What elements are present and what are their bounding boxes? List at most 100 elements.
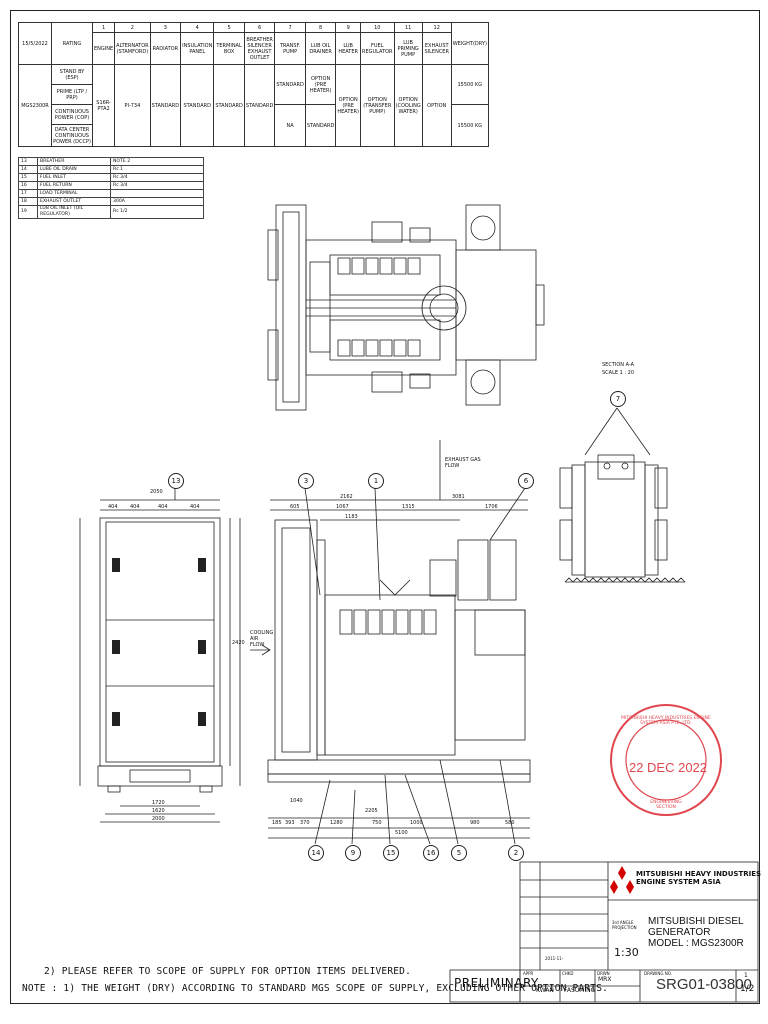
dim-side-mid: 1315 [402,504,415,510]
top-view [267,204,545,411]
company-name: MITSUBISHI HEAVY INDUSTRIES ENGINE SYSTE… [636,870,761,886]
dim-side-bottom: 580 [505,820,515,826]
na-cell: NA [274,104,306,147]
option-cell: OPTION (COOLING WATER) [393,64,423,147]
weight-cell: 15500 KG [450,64,489,105]
rating-cell: CONTINUOUS POWER (COP) [51,104,93,125]
dim-side-bottom: 370 [300,820,310,826]
drawing-title: MITSUBISHI DIESEL GENERATOR MODEL : MGS2… [648,916,768,949]
col-header: TERMINAL BOX [213,32,245,65]
date-value: 2011-11- [545,956,564,961]
dim-front-sub: 404 [130,504,140,510]
dim-side-mid: 1706 [485,504,498,510]
balloon-5: 5 [451,845,467,861]
checked-by: FASUMING [564,987,596,994]
model-cell: MGS2300R [18,64,52,147]
standard-cell: STANDARD [304,104,337,147]
weight-cell: 15500 KG [450,104,489,147]
dim-side-b3: 1040 [290,798,303,804]
company-line-2: ENGINE SYSTEM ASIA [636,878,721,886]
dim-base-b: 1620 [152,808,165,814]
sheet-number: 1/2 [740,984,755,994]
balloon-14: 14 [308,845,324,861]
chkd-label: CHKD [562,971,574,976]
note-2: 2) PLEASE REFER TO SCOPE OF SUPPLY FOR O… [44,966,412,977]
balloon-13: 13 [168,473,184,489]
standard-cell: STANDARD [243,64,276,147]
scale-value: 1:30 [614,946,639,959]
company-line-1: MITSUBISHI HEAVY INDUSTRIES [636,870,762,878]
dim-front-sub: 404 [108,504,118,510]
exhaust-label: EXHAUST GAS FLOW [445,457,481,469]
dim-side-top-a: 2162 [340,494,353,500]
option-cell: OPTION [421,64,452,147]
standard-cell: STANDARD [149,64,182,147]
rating-cell: STAND BY (ESP) [51,64,93,85]
projection-label: 3rd ANGLE PROJECTION [612,920,637,930]
leader-lines [174,487,526,845]
front-view [79,499,241,823]
approved-by: MRX [598,976,612,983]
dim-base-a: 1720 [152,800,165,806]
balloon-9: 9 [345,845,361,861]
drawing-border [10,10,760,1004]
option-cell: OPTION (PRE HEATER) [335,64,361,147]
dim-side-bottom: 750 [372,820,382,826]
dim-side-bottom: 185 [272,820,282,826]
title-line-1: MITSUBISHI DIESEL GENERATOR [648,916,744,938]
col-header: INSULATION PANEL [180,32,215,65]
option-cell: OPTION (PRE HEATER) [304,64,337,105]
appr-label: APPR [523,971,534,976]
rating-cell: DATA CENTER CONTINUOUS POWER (DCCP) [51,124,93,147]
stamp-bottom-text: ENGINEERING SECTION [650,800,682,810]
drawing-no-label: DRAWING NO. [644,971,672,976]
dim-base-c: 2000 [152,816,165,822]
dim-height-total: 2420 [232,640,245,646]
dim-side-bottom: 1000 [410,820,423,826]
spec-rating-header: RATING [51,22,93,65]
balloon-6: 6 [518,473,534,489]
section-a-a-view [559,407,686,583]
stamp-ring-text: MITSUBISHI HEAVY INDUSTRIES ENGINE SYSTE… [621,716,711,726]
side-view [250,440,531,839]
dim-side-mid2: 1183 [345,514,358,520]
drawn-by: KWAN [536,987,554,994]
connection-no: 19 [18,205,38,219]
dim-side-mid: 1067 [336,504,349,510]
dim-side-mid: 605 [290,504,300,510]
preliminary-label: PRELIMINARY [454,976,539,990]
drwn-label: DRWN [597,971,610,976]
section-scale: SCALE 1 : 20 [602,370,635,376]
col-header: LUB HEATER [335,32,361,65]
section-label: SECTION A-A [602,362,635,368]
title-block-frame [449,861,759,1003]
note-1: NOTE : 1) THE WEIGHT (DRY) ACCORDING TO … [22,983,609,994]
dim-front-total: 2050 [150,489,163,495]
dim-side-bottom: 1280 [330,820,343,826]
connection-size: Rc 1/2 [110,205,204,219]
mitsubishi-logo-icon [610,866,634,894]
spec-table: 15/5/2022 RATING 1 2 3 4 5 6 7 8 9 10 11… [18,22,489,147]
dim-side-bottom: 393 [285,820,295,826]
balloon-2: 2 [508,845,524,861]
dim-side-top-b: 3081 [452,494,465,500]
dim-side-bottom: 980 [470,820,480,826]
balloon-7: 7 [610,391,626,407]
front-grille-marks [112,558,206,726]
drawing-number: SRG01-03800 [656,976,752,993]
col-header: TRANSF. PUMP [274,32,306,65]
weight-header: WEIGHT(DRY) [450,22,489,65]
dim-front-sub: 404 [190,504,200,510]
option-cell: OPTION (TRANSFER PUMP) [359,64,395,147]
balloon-16: 16 [423,845,439,861]
dim-side-b2: 2205 [365,808,378,814]
col-header: LUB OIL DRAINER [304,32,337,65]
col-header: EXHAUST SILENCER [421,32,452,65]
alternator-cell: PI-734 [114,64,151,147]
balloon-3: 3 [298,473,314,489]
dim-front-sub: 404 [158,504,168,510]
stamp-date: 22 DEC 2022 [628,760,708,775]
